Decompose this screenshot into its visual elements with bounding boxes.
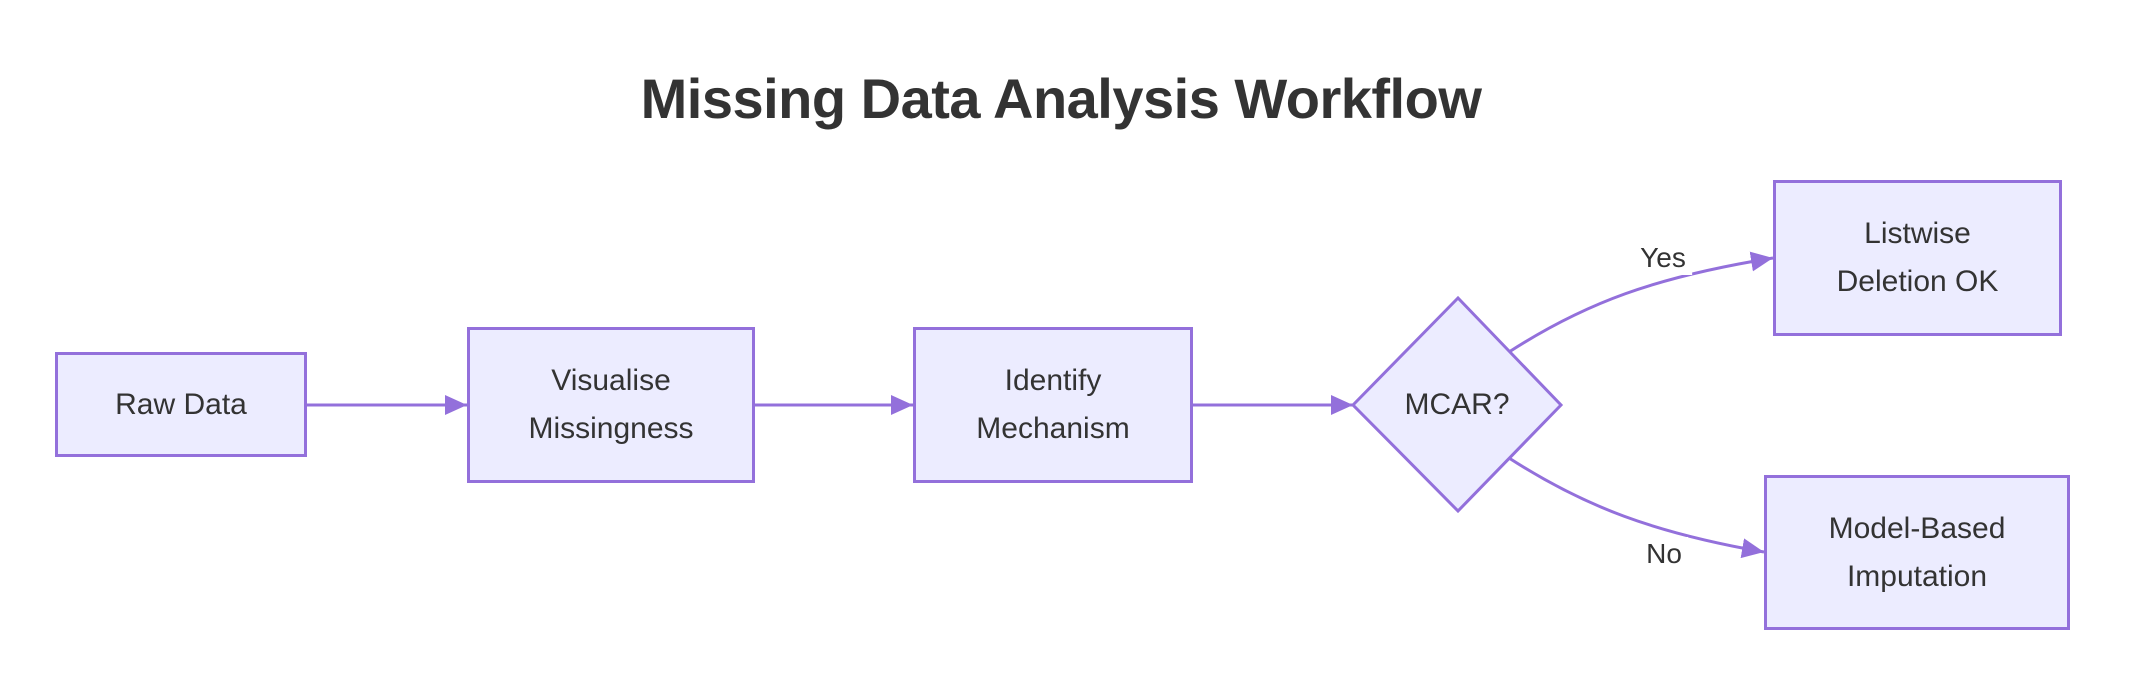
node-listwise-deletion-ok: Listwise Deletion OK <box>1773 180 2062 336</box>
node-raw-data: Raw Data <box>55 352 307 457</box>
node-label: Raw Data <box>115 387 247 421</box>
node-model-based-imputation: Model-Based Imputation <box>1764 475 2070 630</box>
node-label-line: Model-Based <box>1828 511 2006 545</box>
node-label-line: Listwise <box>1864 217 1971 250</box>
node-label-line: Deletion OK <box>1836 265 1999 298</box>
node-visualise-missingness: Visualise Missingness <box>467 327 755 483</box>
node-label-line: Missingness <box>528 412 694 445</box>
node-label-line: Visualise <box>551 364 671 397</box>
node-label-line: Imputation <box>1846 559 1988 593</box>
decision-mcar-label: MCAR? <box>1404 388 1510 421</box>
edge-mcar-no-to-imputation <box>1508 456 1765 559</box>
edge-mcar-yes-to-listwise <box>1508 251 1774 354</box>
node-label-line: Mechanism <box>976 412 1130 445</box>
node-identify-mechanism: Identify Mechanism <box>913 327 1193 483</box>
edge-yes-label: Yes <box>1634 241 1692 275</box>
decision-diamond-shape <box>1350 295 1564 514</box>
edge-no-label: No <box>1640 537 1688 571</box>
diagram-title: Missing Data Analysis Workflow <box>640 67 1482 130</box>
node-label-line: Identify <box>1004 364 1102 397</box>
